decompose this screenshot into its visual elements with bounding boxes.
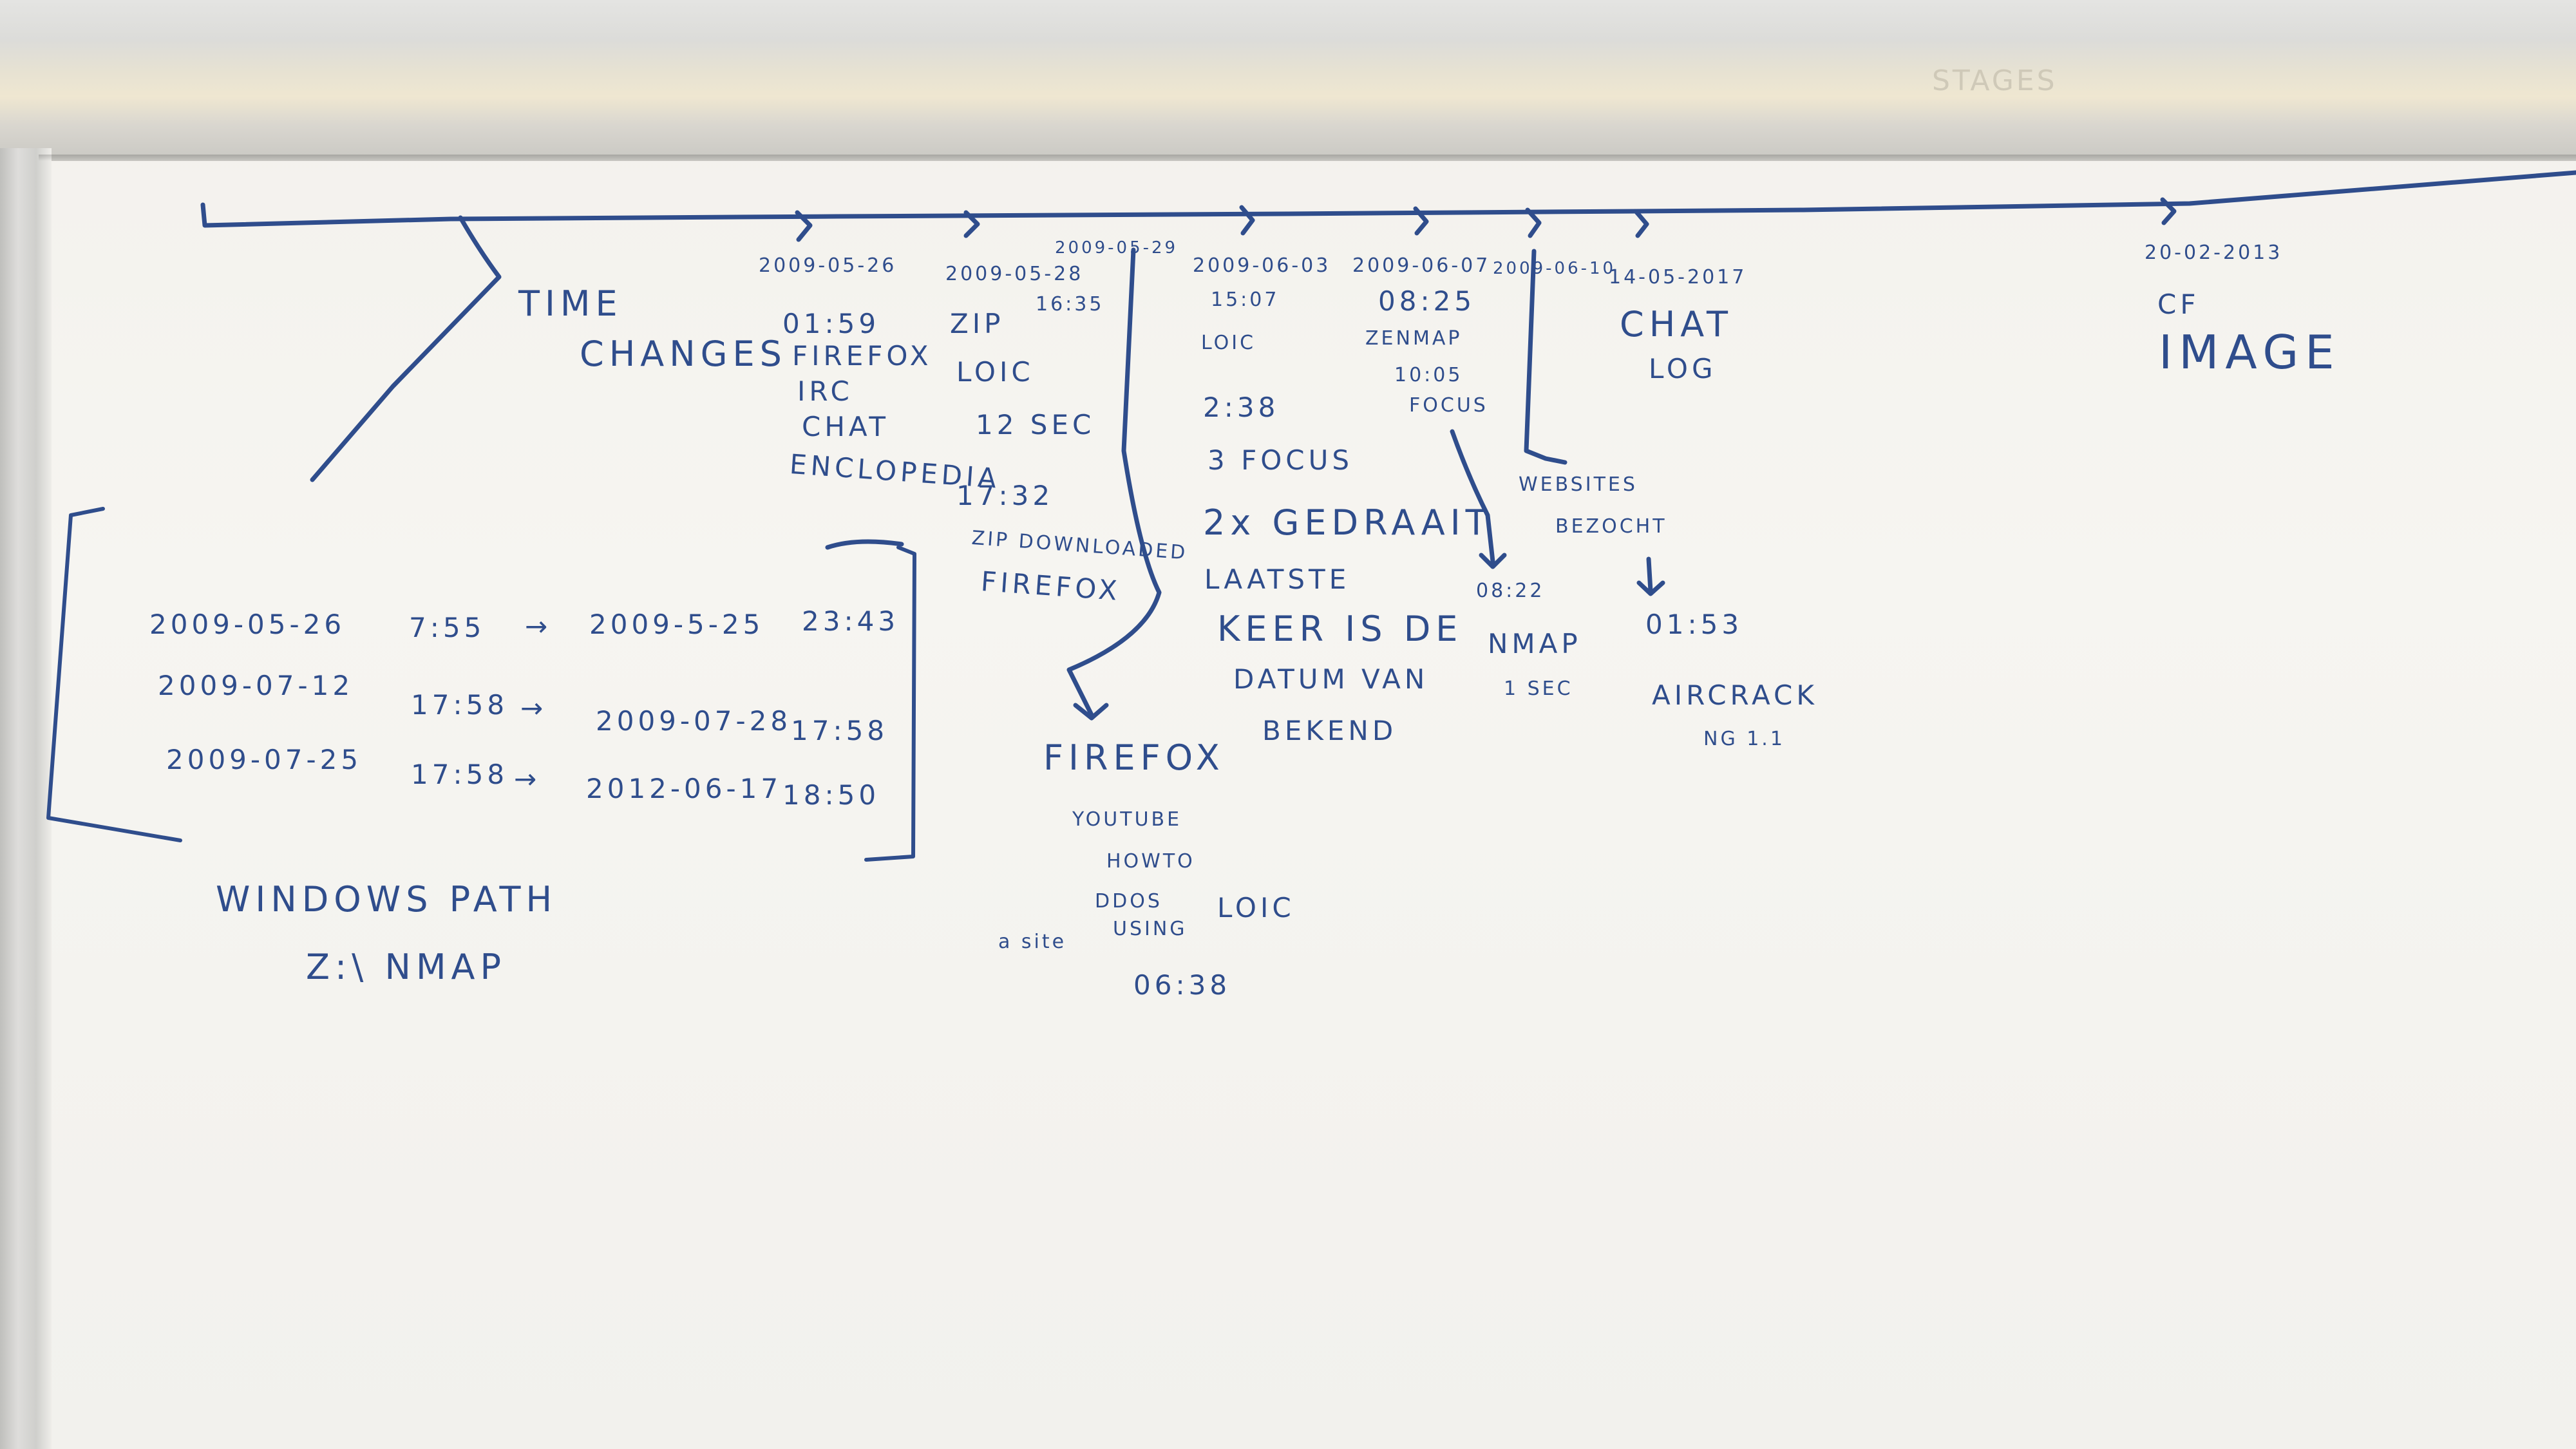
tick-2009-06-10 xyxy=(1525,207,1542,238)
timeline-line xyxy=(200,170,2576,228)
firefox-branch-line-6: 06:38 xyxy=(1133,969,1231,1001)
event5-line-4: 08:22 xyxy=(1476,580,1545,602)
event4-line-2: 2:38 xyxy=(1203,392,1280,423)
windows-path-value: Z:\ NMAP xyxy=(306,947,507,987)
event1-line-0: 01:59 xyxy=(782,308,880,339)
row2-to-time: 17:58 xyxy=(791,715,889,746)
row2-to-date: 2009-07-28 xyxy=(596,705,792,737)
event-date-14-05-2017: 14-05-2017 xyxy=(1609,266,1747,289)
event4-line-8: BEKEND xyxy=(1262,715,1397,746)
squiggle xyxy=(825,539,904,550)
event4-line-0: 15:07 xyxy=(1211,289,1280,311)
firefox-branch-line-5: a site xyxy=(998,931,1067,953)
row3-from-date: 2009-07-25 xyxy=(166,744,363,775)
event6-line-3: AIRCRACK xyxy=(1652,679,1818,711)
event2-line-2: 12 SEC xyxy=(976,409,1095,440)
event6-line-2: 01:53 xyxy=(1645,609,1743,640)
row1-to-time: 23:43 xyxy=(802,605,900,637)
tick-2009-06-07 xyxy=(1413,206,1429,236)
row1-from-date: 2009-05-26 xyxy=(149,609,346,640)
row1-to-date: 2009-5-25 xyxy=(589,609,764,640)
firefox-branch-line-3: USING xyxy=(1113,918,1188,940)
whiteboard-frame-left xyxy=(0,148,52,1449)
event5-line-6: 1 SEC xyxy=(1504,677,1573,700)
event-date-20-02-2013: 20-02-2013 xyxy=(2145,242,2283,264)
time-changes-line2: CHANGES xyxy=(580,334,787,374)
event7-line-1: LOG xyxy=(1649,353,1717,384)
box-right-bracket xyxy=(864,545,916,862)
event4-line-3: 3 FOCUS xyxy=(1208,444,1354,476)
whiteboard-frame-top xyxy=(0,0,2576,161)
event7-line-0: CHAT xyxy=(1620,304,1734,345)
row3-arrow: → xyxy=(514,763,541,795)
event6-line-1: BEZOCHT xyxy=(1555,515,1667,538)
firefox-branch-line-0: YOUTUBE xyxy=(1072,808,1182,831)
row1-arrow: → xyxy=(525,611,552,642)
zenmap-arrow-head xyxy=(1479,553,1507,569)
row3-to-time: 18:50 xyxy=(782,779,880,811)
event2-line-0: ZIP xyxy=(950,308,1005,339)
tick-20-02-2013 xyxy=(2160,197,2177,225)
event1-line-2: IRC xyxy=(797,375,853,407)
event5-line-0: 08:25 xyxy=(1378,285,1476,317)
event8-line-1: IMAGE xyxy=(2159,325,2341,379)
firefox-branch-title: FIREFOX xyxy=(1043,737,1225,778)
windows-path-label: WINDOWS PATH xyxy=(216,879,558,920)
event5-line-3: FOCUS xyxy=(1409,394,1488,417)
firefox-branch-line-2: DDOS xyxy=(1095,890,1162,913)
event4-line-6: KEER IS DE xyxy=(1217,609,1463,649)
event-date-2009-06-03: 2009-06-03 xyxy=(1193,254,1331,277)
row3-to-date: 2012-06-17 xyxy=(586,773,782,804)
frame-shadow xyxy=(39,155,2576,161)
row2-arrow: → xyxy=(520,692,547,724)
event4-line-5: LAATSTE xyxy=(1204,564,1350,595)
event1-line-1: FIREFOX xyxy=(792,340,933,372)
event4-line-4: 2x GEDRAAIT xyxy=(1203,502,1492,543)
row2-from-date: 2009-07-12 xyxy=(158,670,354,701)
websites-branch-line xyxy=(1524,249,1567,465)
event1-line-3: CHAT xyxy=(802,411,890,442)
frame-label: STAGES xyxy=(1932,64,2058,97)
event4-line-1: LOIC xyxy=(1201,332,1256,354)
event5-line-5: NMAP xyxy=(1488,628,1582,659)
row3-from-time: 17:58 xyxy=(411,759,509,790)
tick-2009-06-03 xyxy=(1239,205,1255,236)
bezocht-arrow-head xyxy=(1636,580,1665,596)
bezocht-arrow xyxy=(1646,556,1653,594)
firefox-branch-line-4: LOIC xyxy=(1217,892,1295,923)
time-changes-branch xyxy=(310,215,502,482)
tick-2009-05-26 xyxy=(795,210,813,242)
event-date-2009-05-29: 2009-05-29 xyxy=(1055,238,1179,258)
event4-line-7: DATUM VAN xyxy=(1233,663,1429,695)
event8-line-0: CF xyxy=(2157,289,2200,320)
event5-line-2: 10:05 xyxy=(1394,364,1463,386)
event2-line-1: LOIC xyxy=(956,356,1034,388)
firefox-branch-line-1: HOWTO xyxy=(1106,850,1195,873)
zenmap-branch-line xyxy=(1450,429,1495,564)
event-date-2009-05-28: 2009-05-28 xyxy=(945,263,1084,285)
event6-line-4: NG 1.1 xyxy=(1703,728,1785,750)
event2-time: 16:35 xyxy=(1036,293,1104,316)
event-date-2009-06-07: 2009-06-07 xyxy=(1352,254,1491,277)
tick-14-05-2017 xyxy=(1633,209,1649,238)
firefox-branch-line xyxy=(1066,247,1162,717)
row2-from-time: 17:58 xyxy=(411,689,509,721)
event-date-2009-05-26: 2009-05-26 xyxy=(759,254,897,277)
row1-from-time: 7:55 xyxy=(409,612,486,643)
box-left-bracket xyxy=(46,507,182,842)
event2-line-3: 17:32 xyxy=(956,480,1054,511)
event5-line-1: ZENMAP xyxy=(1365,327,1463,350)
time-changes-line1: TIME xyxy=(518,283,623,324)
event-date-2009-06-10: 2009-06-10 xyxy=(1493,259,1616,278)
event6-line-0: WEBSITES xyxy=(1519,473,1638,496)
firefox-arrow-head xyxy=(1073,703,1109,721)
tick-2009-05-28 xyxy=(963,210,980,238)
